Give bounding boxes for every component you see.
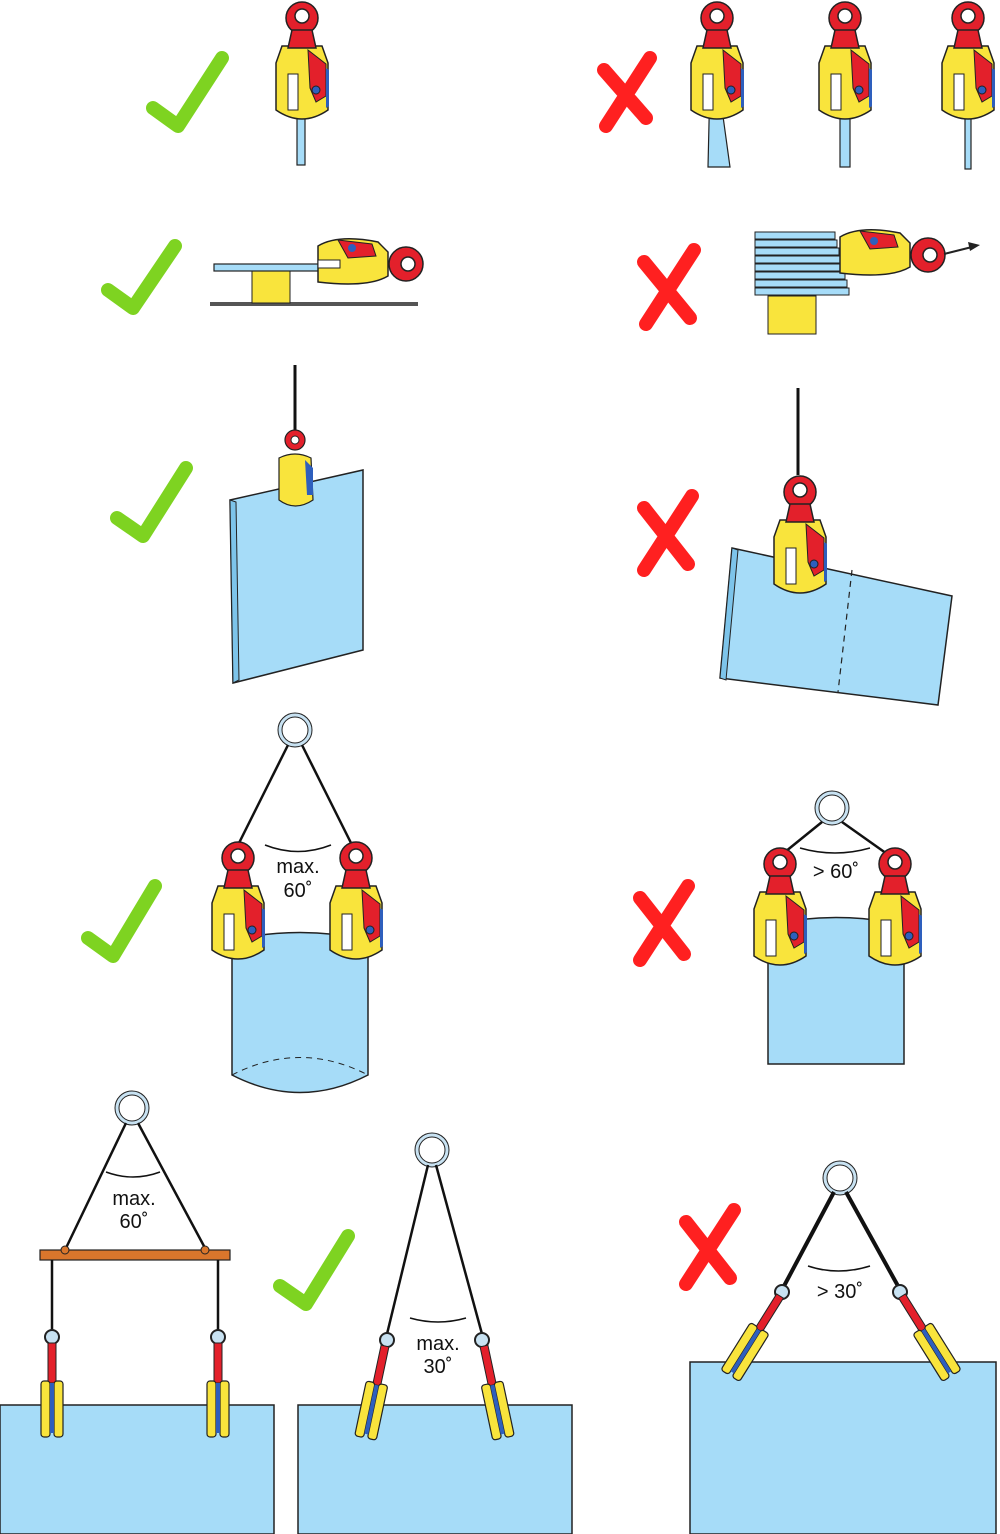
- fold-line: [837, 569, 853, 693]
- sling-right: [434, 1164, 484, 1335]
- plate-clamp: [206, 1342, 230, 1438]
- angle-label-value: 60˚: [284, 880, 313, 902]
- row5-ok: max. 30˚: [273, 1132, 573, 1534]
- spreader-beam: [39, 1249, 231, 1261]
- sling-left: [64, 1122, 128, 1249]
- angle-label-value: > 30˚: [817, 1281, 863, 1303]
- angle-label-max: max.: [112, 1188, 155, 1210]
- vertical-clamp: [773, 475, 828, 594]
- cross-mark-icon: [637, 243, 701, 331]
- row5-bad: > 30˚: [679, 1160, 997, 1534]
- vertical-clamp: [329, 841, 384, 960]
- row2-bad: [637, 229, 980, 335]
- angle-arc: [409, 1317, 467, 1323]
- vertical-clamp: [818, 1, 873, 120]
- load-block: [297, 1404, 573, 1534]
- sling-right: [841, 820, 891, 858]
- sling-right: [300, 744, 354, 846]
- plate-clamp: [40, 1342, 64, 1438]
- check-mark-icon: [110, 461, 193, 543]
- tilted-plate: [719, 547, 953, 706]
- horizontal-clamp: [317, 238, 424, 285]
- vertical-clamp: [275, 1, 330, 120]
- check-mark-icon: [146, 51, 229, 133]
- row3-bad: [637, 388, 953, 706]
- check-mark-icon: [101, 239, 182, 315]
- support-block: [767, 295, 817, 335]
- angle-arc: [264, 844, 332, 853]
- angle-arc: [105, 1171, 161, 1178]
- sling-right: [136, 1122, 207, 1249]
- row1-bad: [597, 1, 996, 170]
- support-block: [251, 269, 291, 304]
- cross-mark-icon: [679, 1203, 741, 1291]
- row4-ok: max. 60˚: [81, 712, 384, 1094]
- sling-left: [385, 1164, 430, 1335]
- clamp-small: [278, 429, 314, 507]
- angle-arc: [807, 1265, 871, 1272]
- drum: [231, 931, 369, 1094]
- sling-left: [782, 1191, 836, 1287]
- angle-label-max: max.: [276, 856, 319, 878]
- horizontal-clamp: [839, 229, 946, 276]
- check-mark-icon: [273, 1229, 355, 1311]
- row3-ok: [110, 365, 364, 684]
- vertical-clamp: [868, 847, 923, 966]
- angle-arc: [799, 847, 871, 854]
- vertical-clamp: [941, 1, 996, 120]
- plate-stack: [754, 231, 850, 296]
- check-mark-icon: [81, 879, 162, 963]
- angle-label-value: 30˚: [424, 1356, 453, 1378]
- row5-beam: max. 60˚: [0, 1090, 275, 1534]
- row1-ok: [146, 1, 330, 166]
- cross-mark-icon: [637, 489, 699, 577]
- pull-arrow: [943, 246, 973, 255]
- angle-label-max: max.: [416, 1333, 459, 1355]
- sling-left: [236, 744, 290, 846]
- row4-bad: > 60˚: [633, 790, 923, 1065]
- vertical-clamp: [753, 847, 808, 966]
- vertical-clamp: [690, 1, 745, 120]
- row2-ok: [101, 238, 424, 315]
- sling-right: [844, 1191, 900, 1287]
- angle-label-value: > 60˚: [813, 861, 859, 883]
- vertical-clamp: [211, 841, 266, 960]
- cross-mark-icon: [633, 879, 695, 967]
- angle-label-value: 60˚: [120, 1211, 149, 1233]
- load-block: [689, 1361, 997, 1534]
- cross-mark-icon: [597, 51, 657, 133]
